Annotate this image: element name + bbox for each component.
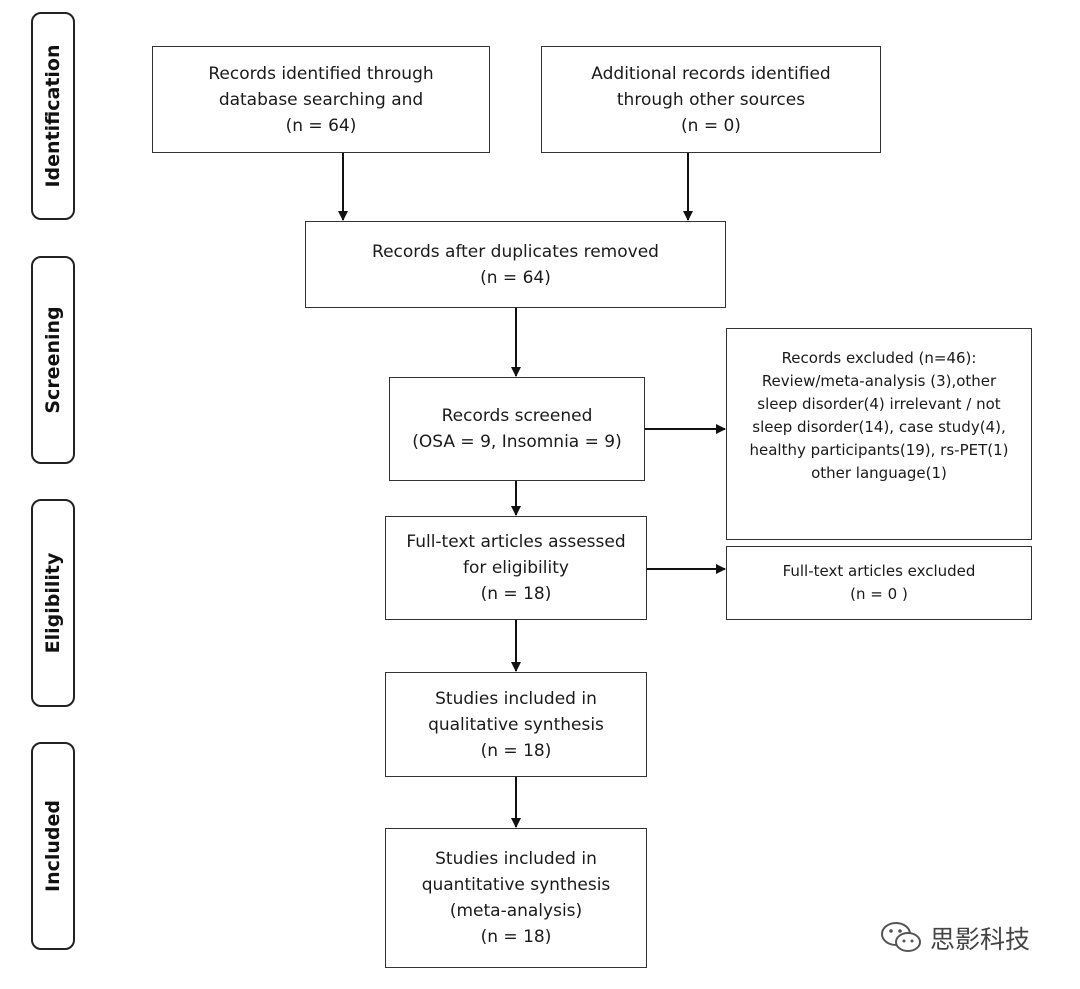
- box-line: (n = 64): [480, 267, 551, 288]
- box-line: Studies included in: [435, 849, 597, 869]
- box-line: other language(1): [811, 464, 947, 482]
- stage-included-label: Included: [42, 800, 64, 892]
- records-screened-box: Records screened (OSA = 9, Insomnia = 9): [389, 377, 645, 481]
- watermark-text: 思影科技: [930, 925, 1031, 954]
- stage-eligibility-label: Eligibility: [42, 552, 64, 654]
- other-sources-box: Additional records identified through ot…: [541, 46, 881, 153]
- box-line: quantitative synthesis: [421, 875, 611, 895]
- wechat-icon: [881, 922, 921, 952]
- stage-screening: Screening: [31, 256, 75, 464]
- fulltext-excluded-box: Full-text articles excluded (n = 0 ): [726, 546, 1032, 620]
- box-line: Records screened: [441, 406, 593, 426]
- stage-identification-label: Identification: [42, 44, 64, 188]
- box-line: sleep disorder(14), case study(4),: [752, 418, 1006, 436]
- duplicates-removed-box: Records after duplicates removed (n = 64…: [305, 221, 726, 308]
- box-line: (n = 64): [285, 115, 357, 136]
- box-line: healthy participants(19), rs-PET(1): [749, 441, 1009, 459]
- box-line: database searching and: [218, 89, 424, 110]
- fulltext-assessed-box: Full-text articles assessed for eligibil…: [385, 516, 647, 620]
- quantitative-synthesis-box: Studies included in quantitative synthes…: [385, 828, 647, 968]
- box-line: qualitative synthesis: [428, 714, 604, 735]
- stage-included: Included: [31, 742, 75, 950]
- box-line: Records identified through: [208, 63, 434, 84]
- box-line: (OSA = 9, Insomnia = 9): [412, 432, 622, 452]
- records-excluded-box: Records excluded (n=46): Review/meta-ana…: [726, 328, 1032, 540]
- box-line: (n = 18): [480, 740, 552, 761]
- box-line: Review/meta-analysis (3),other: [761, 372, 997, 390]
- box-line: through other sources: [616, 89, 806, 110]
- box-line: Records excluded (n=46):: [781, 349, 977, 367]
- box-line: Full-text articles assessed: [406, 532, 626, 552]
- box-line: for eligibility: [463, 558, 569, 578]
- box-line: Full-text articles excluded: [782, 562, 976, 580]
- box-line: (n = 18): [480, 927, 552, 947]
- box-line: Additional records identified: [591, 63, 831, 84]
- watermark: 思影科技: [880, 920, 1030, 956]
- stage-eligibility: Eligibility: [31, 499, 75, 707]
- box-line: (n = 18): [480, 584, 552, 604]
- box-line: sleep disorder(4) irrelevant / not: [757, 395, 1001, 413]
- qualitative-synthesis-box: Studies included in qualitative synthesi…: [385, 672, 647, 777]
- stage-screening-label: Screening: [42, 306, 64, 414]
- box-line: (meta-analysis): [449, 901, 583, 921]
- box-line: (n = 0 ): [850, 585, 908, 603]
- box-line: (n = 0): [681, 115, 741, 136]
- box-line: Records after duplicates removed: [372, 241, 659, 262]
- box-line: Studies included in: [435, 688, 597, 709]
- database-records-box: Records identified through database sear…: [152, 46, 490, 153]
- stage-identification: Identification: [31, 12, 75, 220]
